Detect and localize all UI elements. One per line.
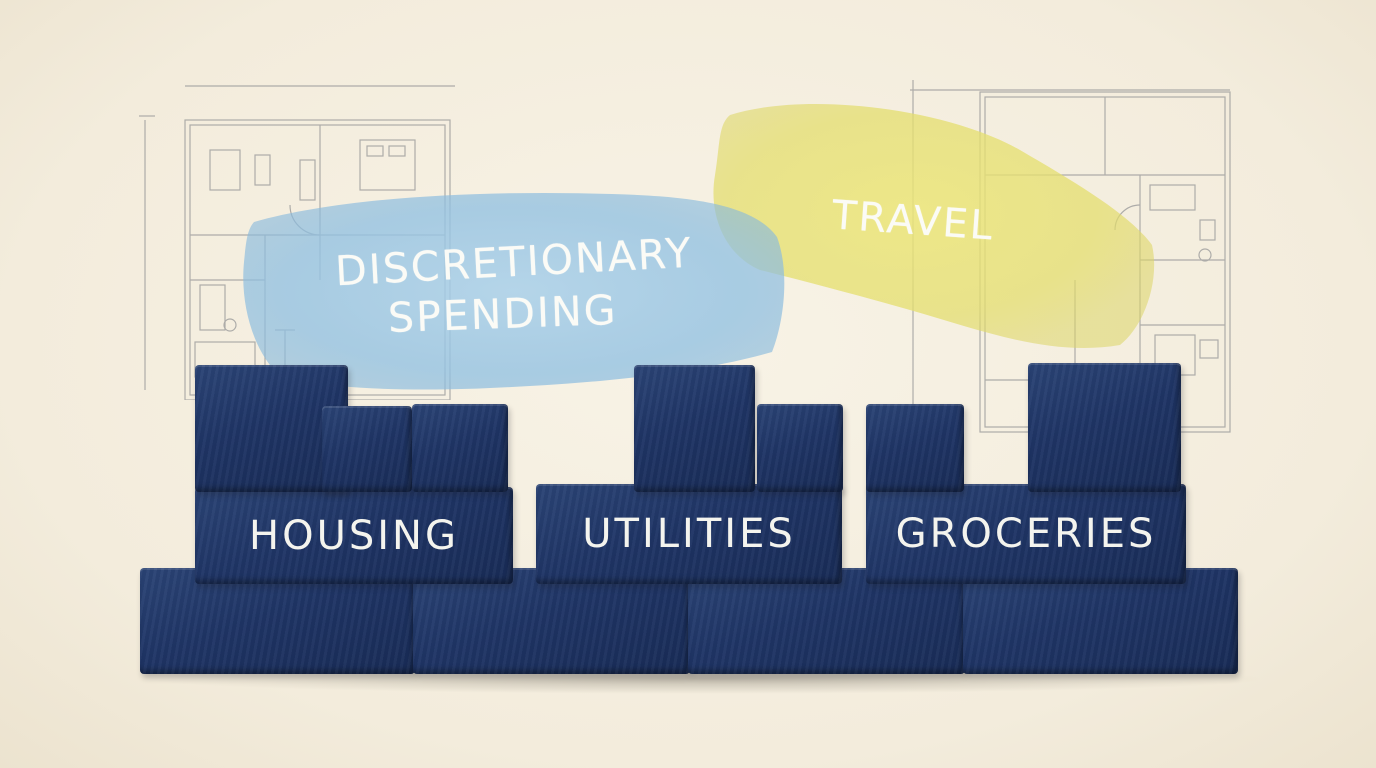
- spending-label: SPENDING: [387, 286, 619, 342]
- utilities-label: UTILITIES: [582, 511, 796, 557]
- base-block-1: [140, 568, 415, 674]
- base-block-2: [413, 568, 690, 674]
- yellow-watercolor-wash: [713, 103, 1155, 348]
- housing-block: HOUSING: [195, 487, 513, 584]
- utilities-block: UTILITIES: [536, 484, 842, 584]
- top-block-groceries-small: [866, 404, 964, 492]
- groceries-block: GROCERIES: [866, 484, 1186, 584]
- base-block-4: [963, 568, 1238, 674]
- top-block-housing-small-1: [322, 406, 412, 492]
- top-block-groceries-large: [1028, 363, 1181, 492]
- top-block-housing-small-2: [412, 404, 508, 492]
- top-block-utilities-large: [634, 365, 755, 492]
- base-block-3: [688, 568, 965, 674]
- housing-label: HOUSING: [249, 512, 459, 559]
- blue-watercolor-wash: [243, 192, 785, 390]
- groceries-label: GROCERIES: [895, 511, 1157, 557]
- top-block-utilities-small: [757, 404, 843, 492]
